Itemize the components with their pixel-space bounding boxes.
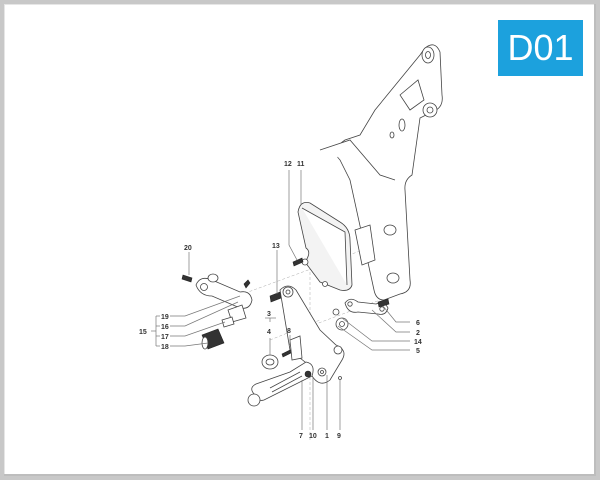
callouts: 20 19 16 15 17 18 12 11 13 3 4 8 6 2 14 … bbox=[139, 161, 422, 440]
callout-16: 16 bbox=[161, 324, 169, 331]
callout-8: 8 bbox=[287, 328, 291, 335]
shift-lever bbox=[181, 273, 253, 350]
callout-17: 17 bbox=[161, 334, 169, 341]
callout-15: 15 bbox=[139, 329, 147, 336]
screw-12 bbox=[292, 257, 304, 267]
callout-13: 13 bbox=[272, 243, 280, 250]
callout-14: 14 bbox=[414, 339, 422, 346]
callout-18: 18 bbox=[161, 344, 169, 351]
diagram-code-badge: D01 bbox=[498, 20, 583, 76]
callout-3: 3 bbox=[267, 311, 271, 318]
callout-20: 20 bbox=[184, 245, 192, 252]
diagram-frame bbox=[4, 4, 596, 476]
main-bracket bbox=[319, 44, 443, 301]
callout-19: 19 bbox=[161, 314, 169, 321]
callout-5: 5 bbox=[416, 348, 420, 355]
footrest-bracket bbox=[279, 285, 345, 384]
callout-9: 9 bbox=[337, 433, 341, 440]
callout-6: 6 bbox=[416, 320, 420, 327]
callout-7: 7 bbox=[299, 433, 303, 440]
callout-2: 2 bbox=[416, 330, 420, 337]
link-rod bbox=[332, 298, 390, 331]
footpeg bbox=[247, 335, 342, 407]
leader-lines bbox=[151, 170, 410, 430]
callout-11: 11 bbox=[297, 161, 305, 168]
heel-guard-plate bbox=[297, 202, 353, 291]
screw-13 bbox=[269, 291, 282, 303]
callout-10: 10 bbox=[309, 433, 317, 440]
callout-4: 4 bbox=[267, 329, 271, 336]
callout-12: 12 bbox=[284, 161, 292, 168]
callout-1: 1 bbox=[325, 433, 329, 440]
